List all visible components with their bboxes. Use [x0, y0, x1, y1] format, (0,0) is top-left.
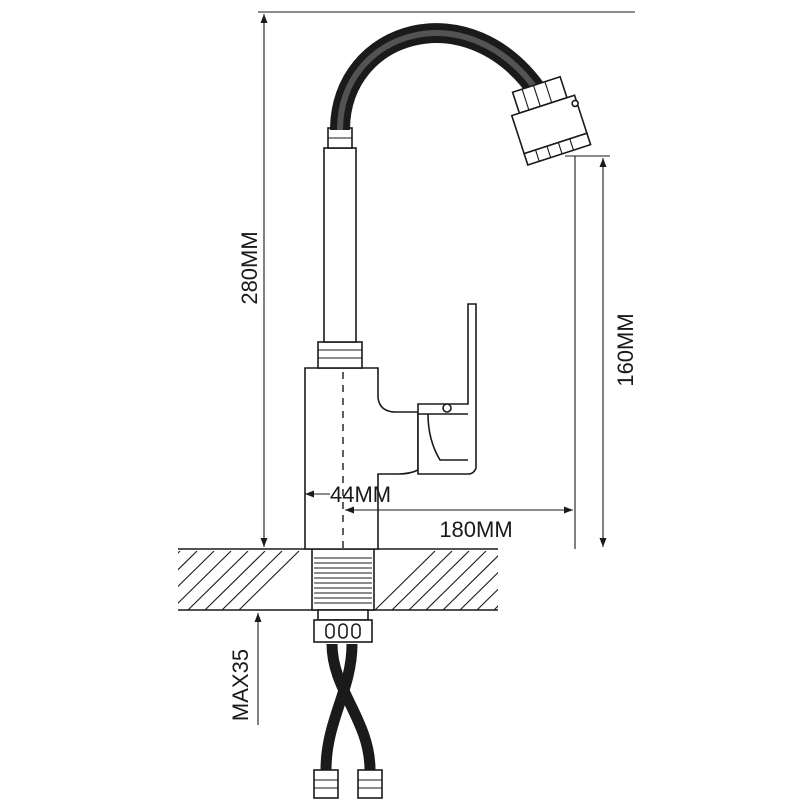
hatch-line [187, 551, 249, 610]
countertop [178, 548, 605, 611]
hatch-line [178, 551, 198, 571]
hose-fitting-left [313, 769, 339, 799]
flexible-gooseneck [330, 23, 549, 131]
shank-threads [314, 557, 372, 604]
hatch-line [476, 588, 498, 610]
dimension-spout-height: 160MM [565, 155, 638, 549]
hatch-line [178, 551, 215, 588]
spout-tube [323, 147, 357, 343]
handle-screw-icon [442, 403, 452, 413]
spout-collar [317, 341, 363, 369]
body-diameter-label: 44MM [330, 482, 391, 507]
hatch-line [408, 551, 470, 610]
hatch-line [178, 551, 232, 604]
hatch-line [493, 605, 498, 610]
hatch-line [425, 551, 487, 610]
dimension-body-diameter: 44MM [305, 482, 391, 507]
countertop-hatching [178, 551, 605, 610]
hatch-line [511, 551, 571, 610]
hatch-line [442, 555, 498, 610]
hatch-line [528, 551, 588, 610]
spout-reach-label: 180MM [439, 517, 512, 542]
lever-handle [417, 303, 477, 475]
total-height-label: 280MM [237, 231, 262, 304]
dimension-max-thickness: MAX35 [228, 613, 262, 725]
hatch-line [204, 551, 266, 610]
hatch-line [459, 571, 498, 610]
dimension-total-height: 280MM [237, 11, 635, 547]
spray-head [510, 75, 592, 167]
dimension-spout-reach: 180MM [345, 506, 573, 542]
hatch-line [178, 551, 181, 554]
hatch-line [374, 551, 436, 610]
faucet-body [304, 127, 477, 550]
spray-button-icon [571, 99, 579, 108]
hatch-line [238, 551, 300, 610]
max-thickness-label: MAX35 [228, 649, 253, 721]
hatch-line [391, 551, 453, 610]
hose-fitting-right [357, 769, 383, 799]
hatch-line [221, 551, 283, 610]
hatch-line [545, 551, 605, 610]
under-counter-fittings [313, 609, 383, 799]
spout-height-label: 160MM [613, 313, 638, 386]
